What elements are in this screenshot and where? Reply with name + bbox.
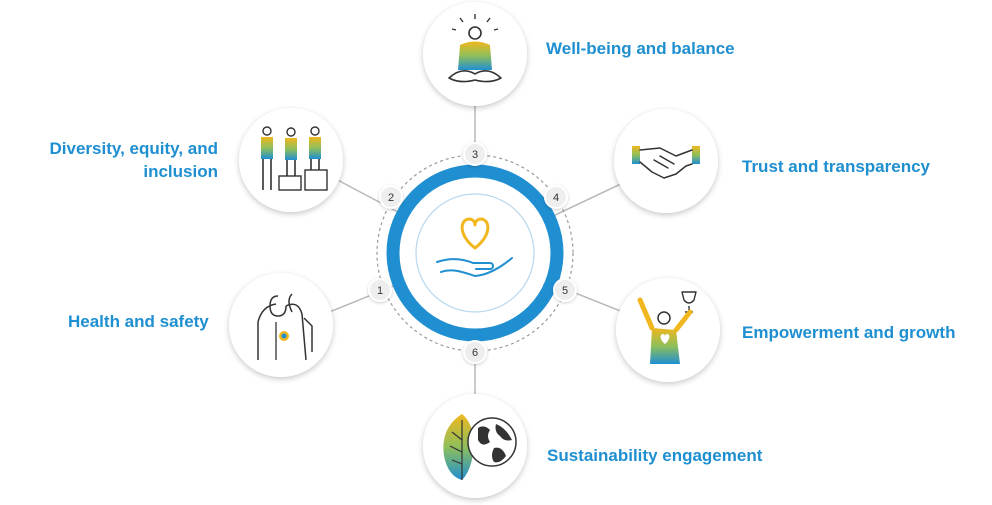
- culture-title: CULTURE: [441, 176, 510, 197]
- label-trust: Trust and transparency: [742, 157, 931, 176]
- label-diversity-line2: inclusion: [143, 162, 218, 181]
- badge-6: [463, 340, 487, 364]
- badge-5-number: 5: [562, 285, 568, 297]
- node-diversity: [239, 108, 343, 212]
- node-well-being: [423, 2, 527, 106]
- node-health: [229, 273, 333, 377]
- node-empowerment: [616, 278, 720, 382]
- node-sustainability: [423, 394, 527, 498]
- badge-2: [379, 185, 403, 209]
- heart-in-hand-icon: [436, 217, 513, 277]
- badge-3-number: 3: [472, 149, 478, 161]
- badge-1-number: 1: [377, 285, 383, 297]
- label-health: Health and safety: [68, 312, 209, 331]
- label-diversity: Diversity, equity, and inclusion: [20, 137, 218, 183]
- badge-3: [463, 142, 487, 166]
- badge-4: [544, 185, 568, 209]
- label-empowerment: Empowerment and growth: [742, 323, 956, 342]
- badge-6-number: 6: [472, 347, 478, 359]
- badge-5: [553, 278, 577, 302]
- trophy-winner-icon: [637, 291, 697, 364]
- dashed-orbit: [376, 154, 574, 352]
- badge-2-number: 2: [388, 192, 394, 204]
- leaf-globe-icon: [443, 414, 517, 480]
- node-trust: [614, 109, 718, 213]
- diverse-people-icon: [261, 126, 328, 191]
- number-badges: 1 2 3 4 5 6: [368, 142, 577, 364]
- badge-1: [368, 278, 392, 302]
- label-well-being: Well-being and balance: [546, 39, 735, 58]
- label-diversity-line1: Diversity, equity, and: [49, 139, 218, 158]
- meditation-icon: [448, 14, 502, 83]
- handshake-icon: [632, 146, 700, 179]
- center-hub: CULTURE: [386, 164, 564, 342]
- label-sustainability: Sustainability engagement: [547, 446, 763, 465]
- doctor-patient-icon: [257, 293, 313, 361]
- badge-4-number: 4: [553, 192, 559, 204]
